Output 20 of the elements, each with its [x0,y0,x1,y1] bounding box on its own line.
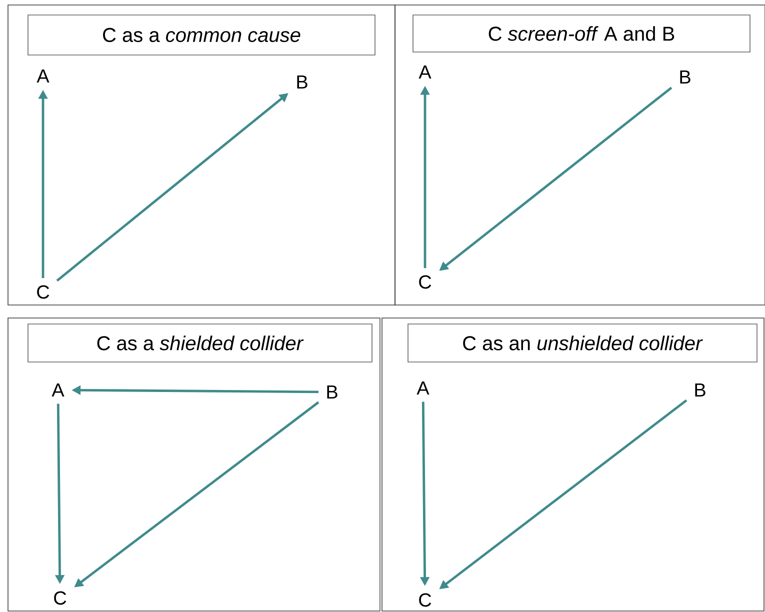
title-box: C screen-off A and B [412,14,750,52]
panel-frame [382,318,764,612]
variable-label: C [54,591,66,605]
variable-label: C [419,593,432,607]
variable-label: B [680,70,690,84]
variable-label: A [36,69,50,83]
title-box: C as a shielded collider [28,324,372,362]
panel-frame [394,4,765,306]
variable-label: A [416,381,430,395]
panel-frame [8,318,380,612]
variable-label: C [419,275,432,289]
variable-label: B [297,75,308,89]
variable-label: B [695,383,706,397]
variable-label: B [327,385,338,399]
title-box: C as an unshielded collider [408,324,758,362]
variable-label: A [52,383,64,397]
variable-label: A [418,65,432,79]
variable-label: C [37,285,50,299]
title-box: C as a common cause [28,14,376,56]
panel-frame [8,4,396,306]
